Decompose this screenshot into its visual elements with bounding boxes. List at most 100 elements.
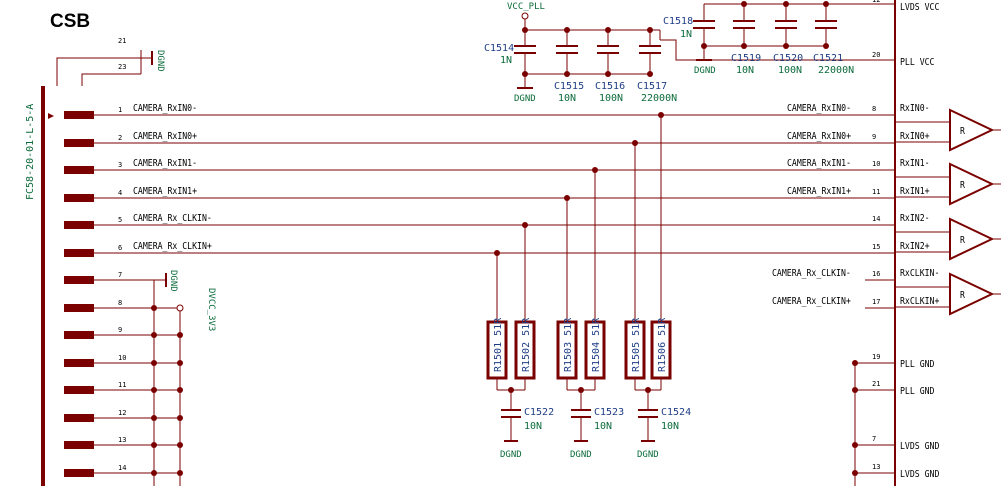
connector-pin-pad: [64, 441, 94, 449]
cap-ref: C1521: [813, 53, 843, 64]
net-label-camera_rxin1-: CAMERA_RxIN1-: [133, 158, 197, 169]
dgnd-label: DGND: [694, 66, 716, 76]
lvds-buffer: [949, 272, 995, 316]
connector-pin-pad: [64, 469, 94, 477]
cap-ref: C1518: [663, 16, 693, 27]
dgnd-label: DGND: [500, 450, 522, 460]
connector-pin21-wire: [56, 57, 141, 86]
connector-pin-num: 10: [118, 354, 126, 362]
junction-dot: [592, 167, 598, 173]
connector-pin-pad: [64, 194, 94, 202]
dvcc-label: DVCC_3V3: [206, 288, 216, 331]
connector-pin-num: 13: [118, 436, 126, 444]
receiver-pin-name: RxIN2-: [900, 213, 930, 224]
connector-pin-pad: [64, 276, 94, 284]
connector-pin-num: 2: [118, 134, 122, 142]
junction-dot: [658, 112, 664, 118]
resistor-label: R1502 51R: [521, 317, 532, 372]
connector-pin-num: 4: [118, 189, 122, 197]
net-label-camera_rxin0-: CAMERA_RxIN0-: [133, 103, 197, 114]
power-port-dvcc: [176, 304, 184, 312]
receiver-pin-num: 13: [872, 463, 880, 471]
junction-dot: [741, 1, 747, 7]
buffer-label: R: [960, 126, 965, 137]
junction-dot: [151, 470, 157, 476]
connector-pin-pad: [64, 249, 94, 257]
resistor-label: R1503 51R: [563, 317, 574, 372]
cap-ref: C1514: [484, 43, 514, 54]
receiver-pin-name: RxIN1-: [900, 158, 930, 169]
connector-pin-num: 3: [118, 161, 122, 169]
junction-dot: [177, 470, 183, 476]
connector-pin-num: 9: [118, 326, 122, 334]
receiver-pin-num: 9: [872, 133, 876, 141]
net-label-camera_rx_clkin-: CAMERA_Rx_CLKIN-: [133, 213, 212, 224]
junction-dot: [783, 1, 789, 7]
cap-ref: C1524: [661, 407, 691, 418]
connector-pin-pad: [64, 221, 94, 229]
cap-value: 10N: [736, 65, 754, 76]
connector-pin-num: 1: [118, 106, 122, 114]
junction-dot: [151, 305, 157, 311]
receiver-pin-num: 7: [872, 435, 876, 443]
receiver-pin-name: RxIN1+: [900, 186, 930, 197]
cap-value: 10N: [558, 93, 576, 104]
cap-value: 1N: [500, 55, 512, 66]
pin1-marker: [48, 113, 54, 119]
receiver-pin-name: PLL VCC: [900, 57, 934, 68]
junction-dot: [151, 442, 157, 448]
junction-dot: [605, 27, 611, 33]
connector-top-pin-num: 23: [118, 63, 126, 71]
receiver-pin-num: 10: [872, 160, 880, 168]
receiver-pin-name: RxIN0+: [900, 131, 930, 142]
pll-vcc-feed: [660, 39, 868, 61]
receiver-pin-num: 12: [872, 0, 880, 4]
dgnd-label: DGND: [168, 270, 178, 292]
cap-ref: C1519: [731, 53, 761, 64]
receiver-pin-num: 8: [872, 105, 876, 113]
junction-dot: [151, 332, 157, 338]
cap-value: 100N: [778, 65, 802, 76]
connector-pin-num: 11: [118, 381, 126, 389]
junction-dot: [823, 1, 829, 7]
net-label-camera_rxin1-: CAMERA_RxIN1-: [787, 158, 851, 169]
cap-ref: C1516: [595, 81, 625, 92]
receiver-pin-num: 14: [872, 215, 880, 223]
net-label-camera_rxin1+: CAMERA_RxIN1+: [133, 186, 197, 197]
net-label-camera_rx_clkin+: CAMERA_Rx_CLKIN+: [133, 241, 212, 252]
cap-value: 22000N: [818, 65, 854, 76]
cap-ref: C1523: [594, 407, 624, 418]
connector-pin-pad: [64, 359, 94, 367]
receiver-pin-num: 16: [872, 270, 880, 278]
receiver-pin-name: LVDS GND: [900, 469, 939, 480]
receiver-pin-num: 20: [872, 51, 880, 59]
receiver-pin-num: 11: [872, 188, 880, 196]
connector-pin-num: 7: [118, 271, 122, 279]
connector-pin-pad: [64, 331, 94, 339]
net-label-camera_rxin0-: CAMERA_RxIN0-: [787, 103, 851, 114]
junction-dot: [151, 387, 157, 393]
connector-pin-num: 6: [118, 244, 122, 252]
receiver-pin-name: RxIN0-: [900, 103, 930, 114]
junction-dot: [632, 140, 638, 146]
connector-pin23-wire: [81, 73, 141, 86]
junction-dot: [177, 415, 183, 421]
connector-pin-pad: [64, 139, 94, 147]
buffer-label: R: [960, 235, 965, 246]
connector-pin-pad: [64, 386, 94, 394]
receiver-pin-num: 17: [872, 298, 880, 306]
net-label-camera_rxin0+: CAMERA_RxIN0+: [787, 131, 851, 142]
cap-ref: C1522: [524, 407, 554, 418]
receiver-pin-name: RxCLKIN-: [900, 268, 939, 279]
connector-pin-pad: [64, 304, 94, 312]
receiver-pin-name: LVDS VCC: [900, 2, 939, 13]
junction-dot: [522, 27, 528, 33]
receiver-pin-num: 15: [872, 243, 880, 251]
resistor-label: R1505 51R: [631, 317, 642, 372]
cap-value: 10N: [594, 421, 612, 432]
connector-part-number: FC58-20-01-L-5-A: [25, 104, 36, 200]
cap-value: 10N: [524, 421, 542, 432]
lvds-buffer: [949, 162, 995, 206]
net-label-camera_rxin0+: CAMERA_RxIN0+: [133, 131, 197, 142]
